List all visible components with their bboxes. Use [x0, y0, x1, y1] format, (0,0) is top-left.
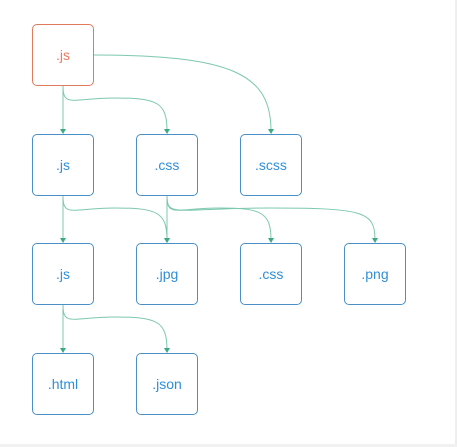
arrowhead-icon [60, 129, 66, 134]
arrowhead-icon [164, 348, 170, 353]
node-html-level-4: .html [32, 353, 94, 415]
node-js-level-3: .js [32, 243, 94, 305]
node-jpg-level-3: .jpg [136, 243, 198, 305]
node-json-level-4: .json [136, 353, 198, 415]
edge-js_3-to-json_4 [62, 304, 168, 351]
arrowhead-icon [60, 348, 66, 353]
arrowhead-icon [268, 129, 274, 134]
arrowhead-icon [164, 129, 170, 134]
edge-root_js-to-css_2 [62, 85, 168, 132]
arrowhead-icon [268, 238, 274, 243]
node-png-level-3: .png [344, 243, 406, 305]
node-root-js: .js [32, 24, 94, 86]
frame-edge-bottom [0, 444, 457, 447]
arrowhead-icon [372, 238, 378, 243]
edge-root_js-to-scss_2 [93, 54, 272, 132]
arrowhead-icon [164, 238, 170, 243]
edge-js_2-to-jpg_3 [62, 195, 168, 241]
arrowhead-icon [60, 238, 66, 243]
edge-css_2-to-png_3 [166, 195, 376, 241]
node-css-level-2: .css [136, 134, 198, 196]
frame-edge-right [455, 0, 457, 447]
node-css-level-3: .css [240, 243, 302, 305]
node-scss-level-2: .scss [240, 134, 302, 196]
edge-css_2-to-css_3 [166, 195, 272, 241]
node-js-level-2: .js [32, 134, 94, 196]
